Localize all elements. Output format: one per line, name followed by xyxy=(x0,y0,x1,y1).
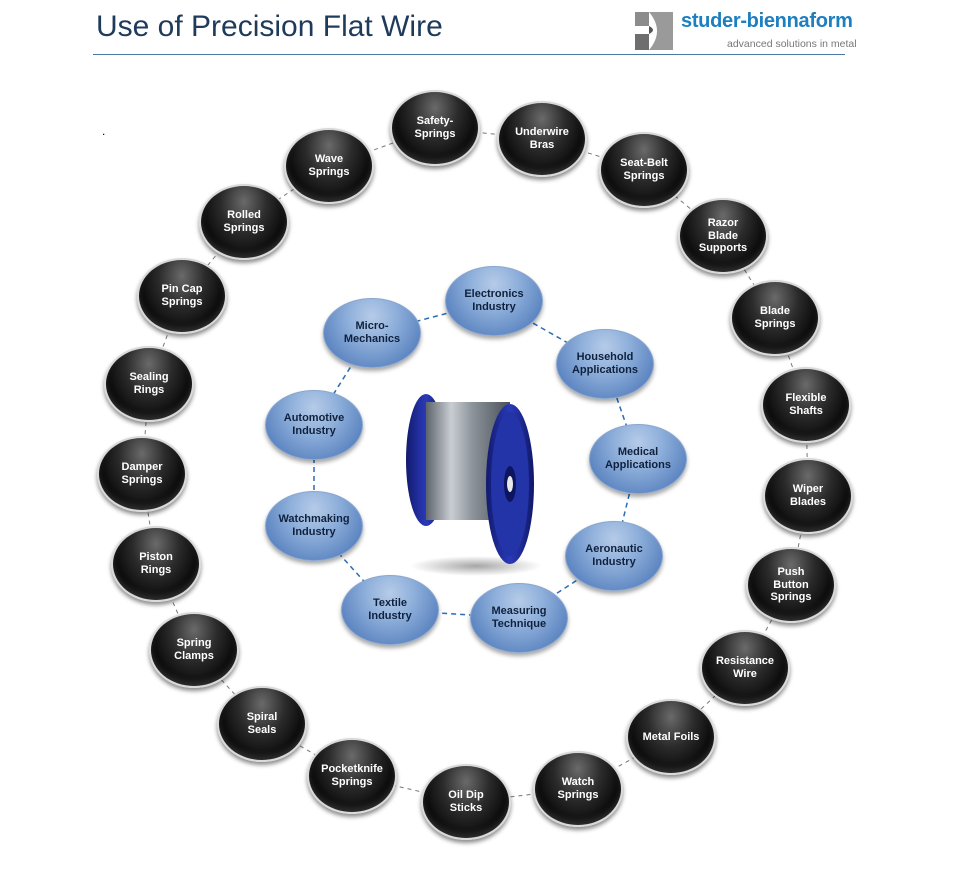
inner-node-label: Measuring Technique xyxy=(491,605,547,630)
inner-node-label: Textile Industry xyxy=(368,597,412,622)
outer-node-label: Razor Blade Supports xyxy=(698,217,748,255)
inner-node-automotive-industry: Automotive Industry xyxy=(265,390,363,460)
outer-node-underwire-bras: Underwire Bras xyxy=(497,101,587,177)
inner-node-label: Medical Applications xyxy=(604,446,671,471)
inner-node-label: Aeronautic Industry xyxy=(585,543,643,568)
outer-node-metal-foils: Metal Foils xyxy=(626,699,716,775)
outer-node-oil-dip-sticks: Oil Dip Sticks xyxy=(421,764,511,840)
outer-node-label: Oil Dip Sticks xyxy=(448,789,484,814)
outer-node-label: Wave Springs xyxy=(308,153,350,178)
outer-node-spiral-seals: Spiral Seals xyxy=(217,686,307,762)
outer-node-label: Watch Springs xyxy=(557,776,599,801)
inner-node-aeronautic-industry: Aeronautic Industry xyxy=(565,521,663,591)
inner-node-micro-mechanics: Micro- Mechanics xyxy=(323,298,421,368)
outer-node-rolled-springs: Rolled Springs xyxy=(199,184,289,260)
inner-node-electronics-industry: Electronics Industry xyxy=(445,266,543,336)
outer-node-label: Wiper Blades xyxy=(789,483,827,508)
outer-node-safety-springs: Safety- Springs xyxy=(390,90,480,166)
inner-node-label: Watchmaking Industry xyxy=(278,513,350,538)
outer-node-label: Resistance Wire xyxy=(715,655,775,680)
logo-tagline: advanced solutions in metal xyxy=(727,38,857,50)
outer-node-label: Sealing Rings xyxy=(129,371,169,396)
company-logo: studer-biennaform advanced solutions in … xyxy=(635,8,857,52)
outer-node-pin-cap-springs: Pin Cap Springs xyxy=(137,258,227,334)
outer-node-label: Pocketknife Springs xyxy=(321,763,383,788)
inner-node-household-applications: Household Applications xyxy=(556,329,654,399)
outer-node-label: Underwire Bras xyxy=(515,126,569,151)
outer-node-label: Rolled Springs xyxy=(223,209,265,234)
outer-node-damper-springs: Damper Springs xyxy=(97,436,187,512)
outer-node-blade-springs: Blade Springs xyxy=(730,280,820,356)
outer-node-push-button-springs: Push Button Springs xyxy=(746,547,836,623)
outer-node-label: Blade Springs xyxy=(754,305,796,330)
inner-node-medical-applications: Medical Applications xyxy=(589,424,687,494)
inner-node-watchmaking-industry: Watchmaking Industry xyxy=(265,491,363,561)
outer-node-pocketknife-springs: Pocketknife Springs xyxy=(307,738,397,814)
inner-node-label: Household Applications xyxy=(571,351,638,376)
outer-node-sealing-rings: Sealing Rings xyxy=(104,346,194,422)
inner-node-label: Automotive Industry xyxy=(283,412,345,437)
outer-node-seat-belt-springs: Seat-Belt Springs xyxy=(599,132,689,208)
outer-node-label: Push Button Springs xyxy=(770,566,812,604)
outer-node-label: Metal Foils xyxy=(642,730,700,743)
stray-mark: . xyxy=(102,124,106,138)
outer-node-label: Spiral Seals xyxy=(246,711,278,736)
outer-node-label: Spring Clamps xyxy=(174,637,214,662)
inner-node-measuring-technique: Measuring Technique xyxy=(470,583,568,653)
logo-wordmark: studer-biennaform xyxy=(681,10,853,32)
outer-node-label: Seat-Belt Springs xyxy=(620,157,668,182)
outer-node-resistance-wire: Resistance Wire xyxy=(700,630,790,706)
inner-node-textile-industry: Textile Industry xyxy=(341,575,439,645)
logo-mark-icon xyxy=(635,12,673,50)
inner-node-label: Electronics Industry xyxy=(464,288,524,313)
outer-node-label: Pin Cap Springs xyxy=(161,283,203,308)
outer-node-label: Damper Springs xyxy=(121,461,163,486)
outer-node-label: Safety- Springs xyxy=(414,115,456,140)
outer-node-wave-springs: Wave Springs xyxy=(284,128,374,204)
outer-node-razor-blade-supports: Razor Blade Supports xyxy=(678,198,768,274)
outer-node-watch-springs: Watch Springs xyxy=(533,751,623,827)
page-title: Use of Precision Flat Wire xyxy=(96,10,443,43)
wire-spool-icon xyxy=(406,394,542,576)
outer-node-label: Flexible Shafts xyxy=(785,392,827,417)
outer-node-wiper-blades: Wiper Blades xyxy=(763,458,853,534)
inner-node-label: Micro- Mechanics xyxy=(343,320,401,345)
title-divider xyxy=(93,54,845,55)
outer-node-label: Piston Rings xyxy=(139,551,173,576)
outer-node-spring-clamps: Spring Clamps xyxy=(149,612,239,688)
outer-node-flexible-shafts: Flexible Shafts xyxy=(761,367,851,443)
outer-node-piston-rings: Piston Rings xyxy=(111,526,201,602)
